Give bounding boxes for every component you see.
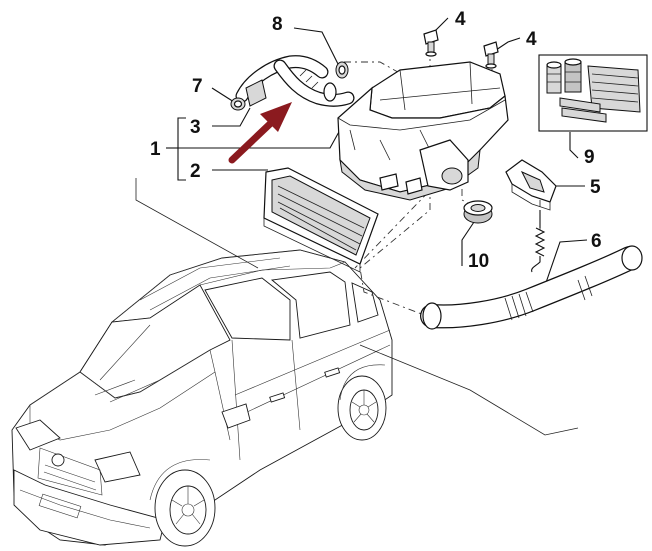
callout-6: 6: [591, 231, 602, 252]
filter-kit-box: [538, 54, 648, 132]
callout-1: 1: [150, 139, 161, 160]
callout-5: 5: [590, 177, 601, 198]
callout-labels: 1 2 3 4 4 5 6 7 8 9 10: [150, 9, 602, 272]
bracket-and-spring: [505, 159, 557, 273]
intake-hose: [230, 55, 355, 111]
car-illustration: [11, 249, 393, 547]
callout-8: 8: [272, 14, 283, 35]
callout-9: 9: [584, 147, 595, 168]
callout-4-left: 4: [455, 9, 466, 30]
callout-7: 7: [192, 76, 203, 97]
callout-3: 3: [190, 117, 201, 138]
callout-10: 10: [468, 251, 489, 272]
red-pointer-arrow-icon: [228, 102, 292, 164]
bolts: [423, 29, 499, 69]
panel-filter: [263, 167, 379, 273]
callout-2: 2: [190, 161, 201, 182]
air-duct: [420, 245, 643, 330]
callout-4-right: 4: [526, 29, 537, 50]
grommet: [463, 200, 493, 224]
air-filter-housing: [337, 61, 509, 201]
